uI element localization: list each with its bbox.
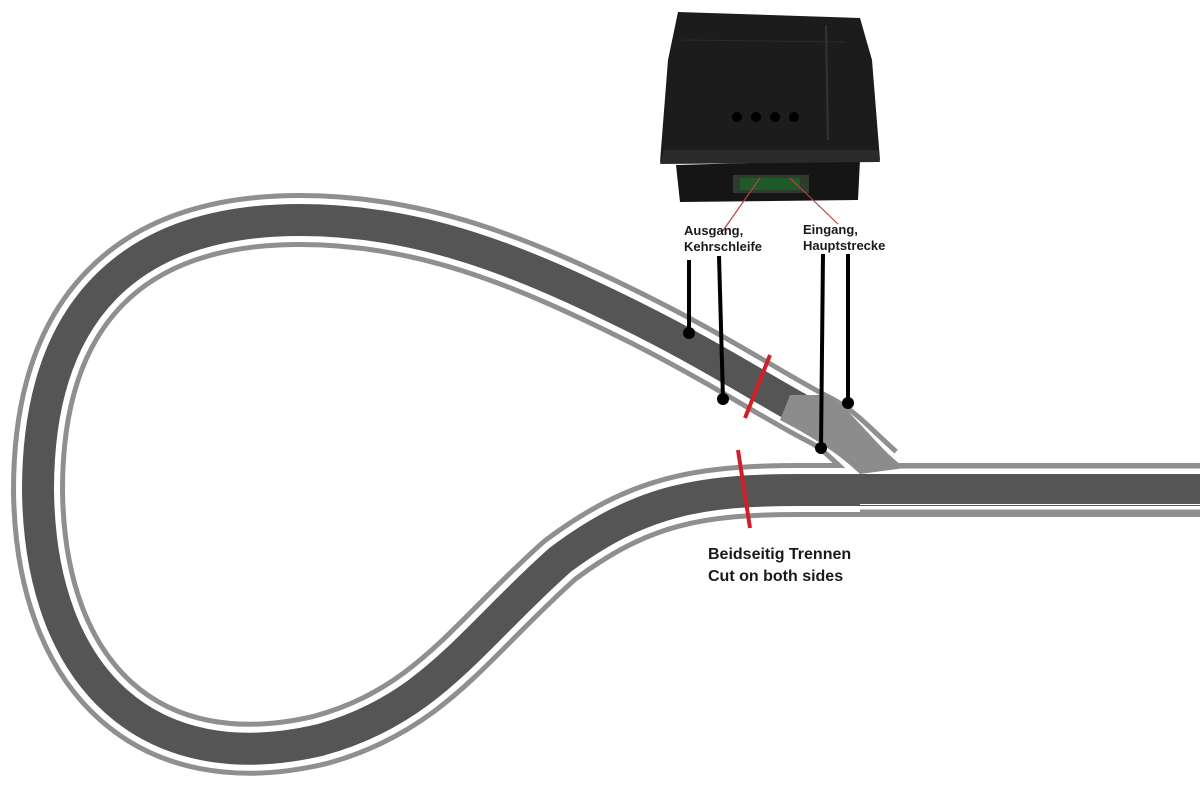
input-label: Eingang, Hauptstrecke	[803, 222, 885, 254]
main-line-track	[860, 463, 1200, 515]
cut-marks	[736, 354, 772, 529]
output-label-line2: Kehrschleife	[684, 239, 763, 254]
cut-mark-lower	[736, 449, 752, 529]
cut-instruction: Beidseitig Trennen Cut on both sides	[708, 544, 851, 588]
cut-mark-upper	[743, 354, 772, 419]
input-label-line2: Hauptstrecke	[803, 238, 886, 253]
cut-instruction-en: Cut on both sides	[708, 568, 844, 585]
output-label: Ausgang, Kehrschleife	[684, 223, 762, 255]
cut-instruction-de: Beidseitig Trennen	[708, 546, 852, 563]
reverse-loop-module	[660, 12, 880, 233]
input-label-line1: Eingang,	[803, 222, 858, 237]
switch-section	[780, 395, 905, 474]
connection-wires	[683, 253, 854, 454]
output-label-line1: Ausgang,	[684, 223, 744, 238]
